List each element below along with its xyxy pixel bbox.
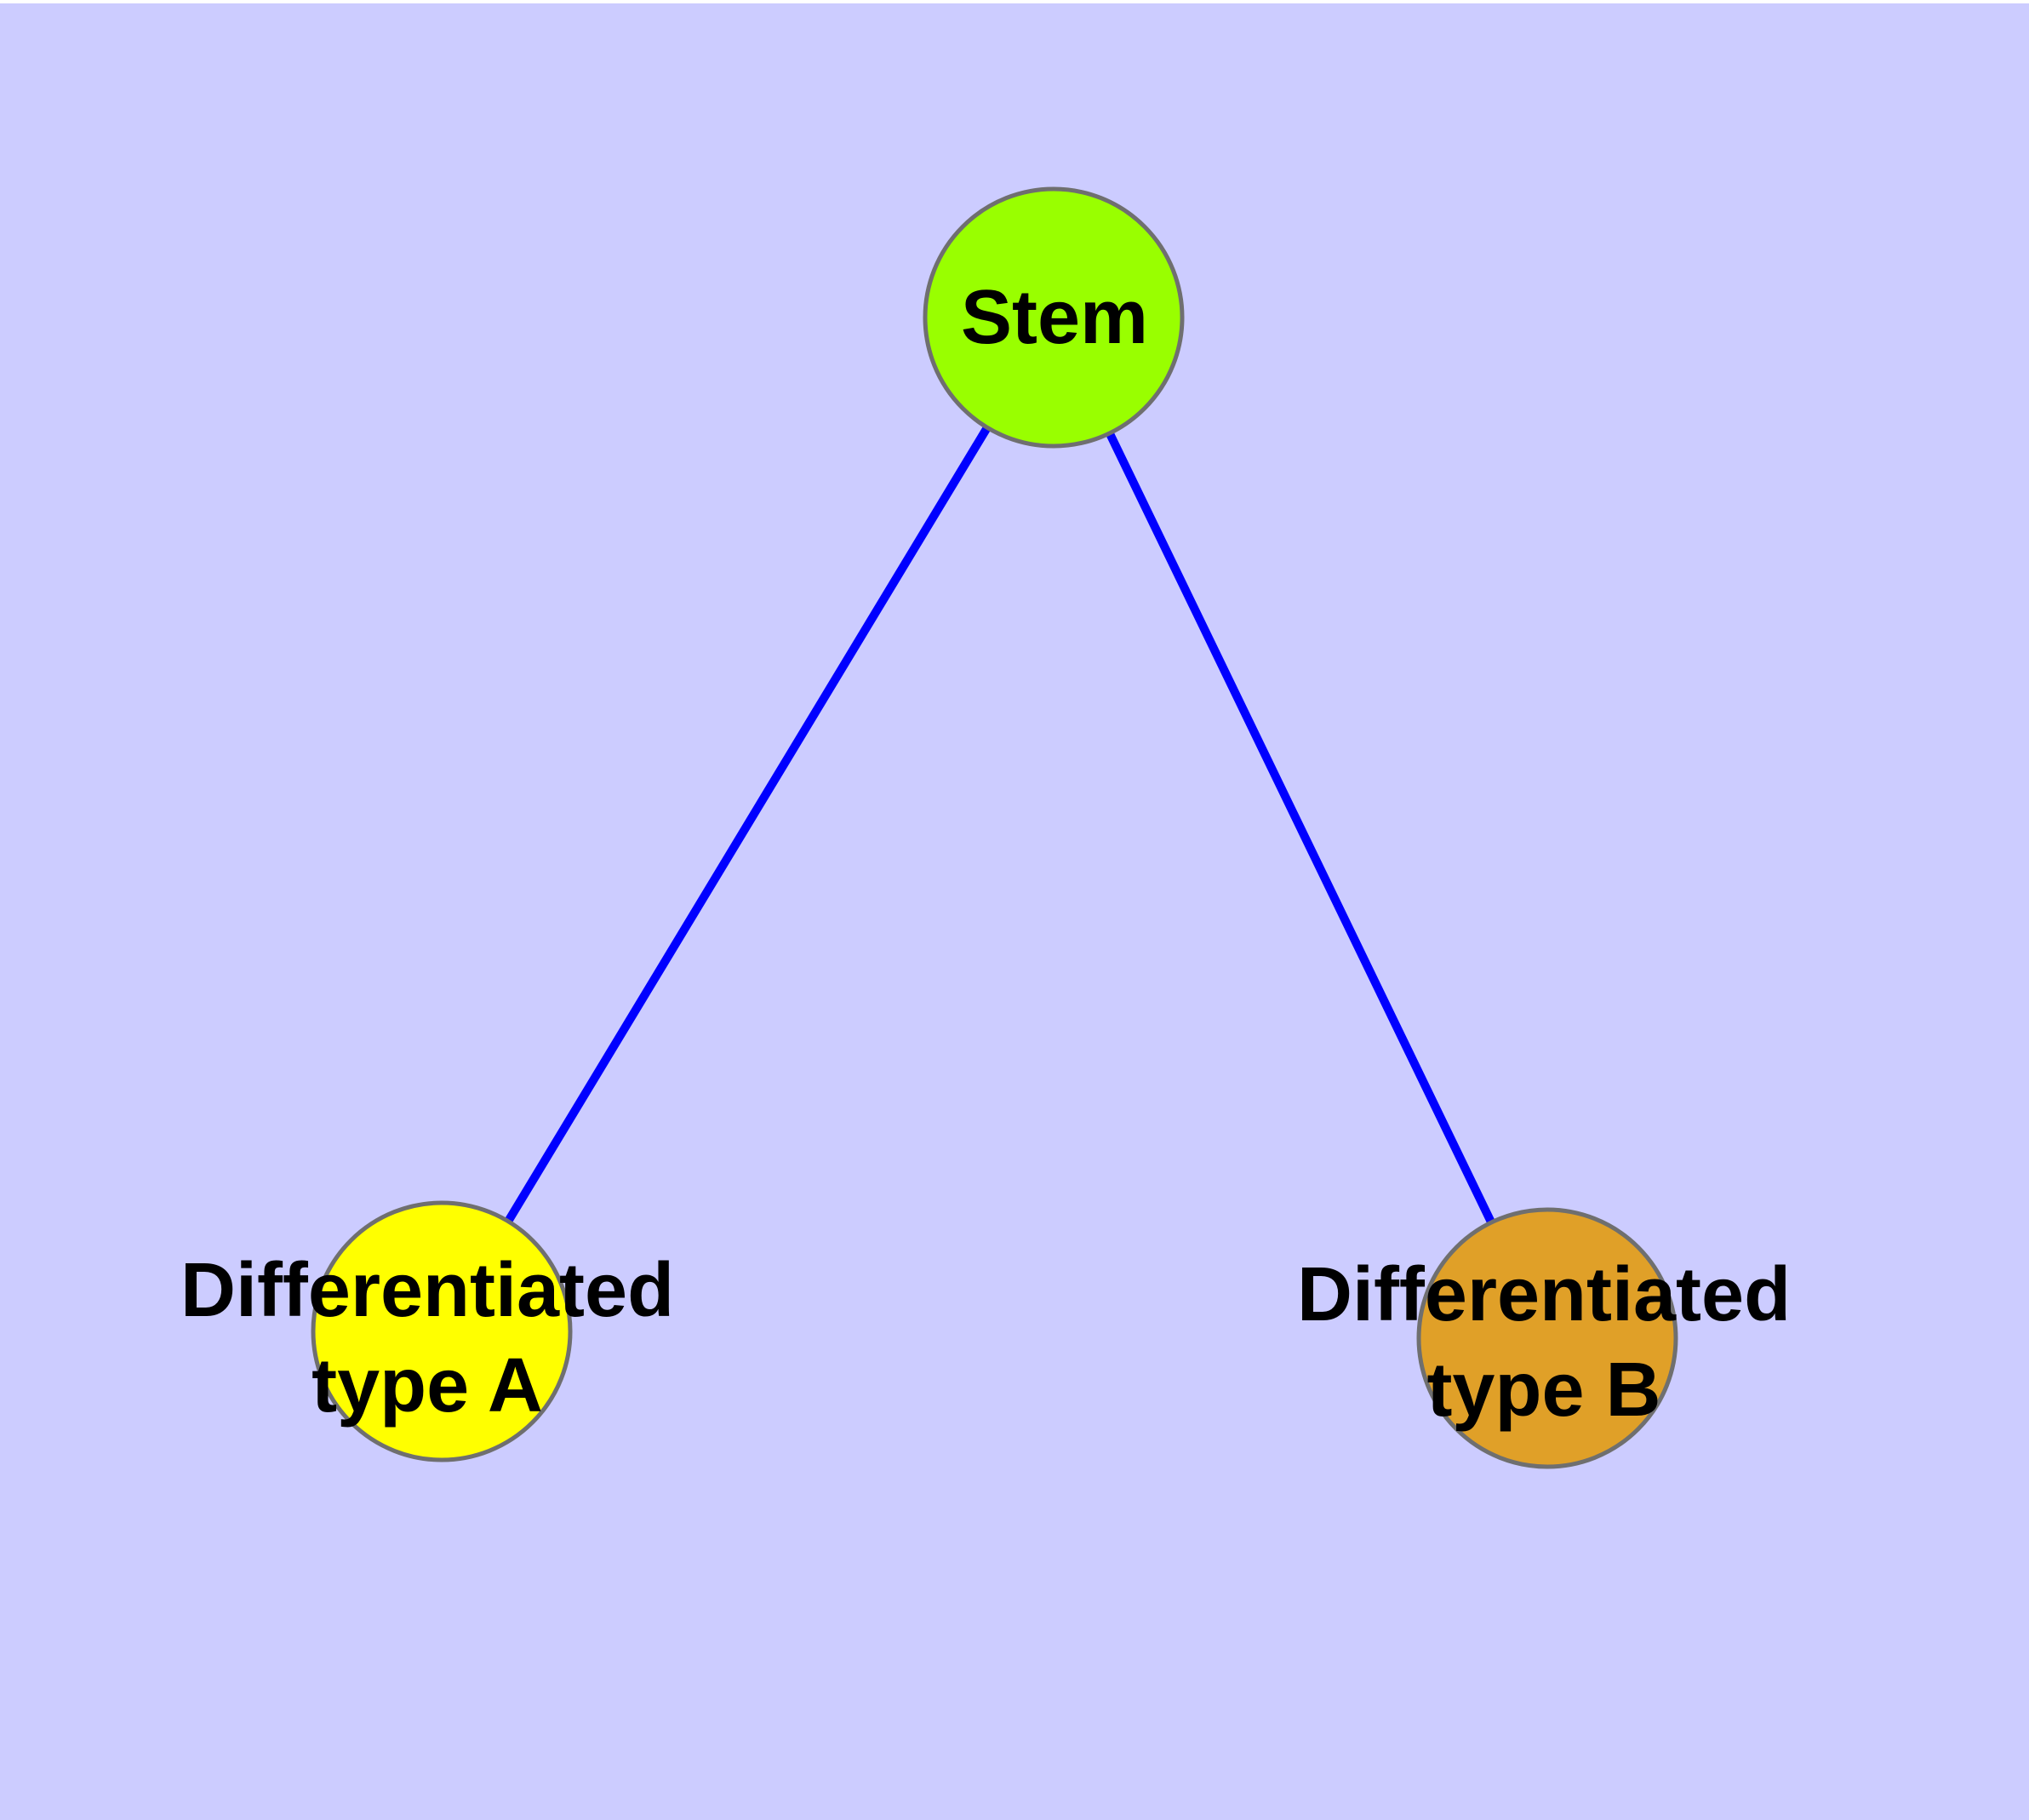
node-stem-label: Stem	[961, 270, 1148, 365]
diagram-canvas: Stem Differentiated type A Differentiate…	[0, 3, 2029, 1820]
node-type-a-label-line2: type A	[311, 1343, 543, 1428]
node-type-a-label-line1: Differentiated	[180, 1248, 675, 1333]
node-type-b-label-line1: Differentiated	[1296, 1252, 1792, 1337]
graph-svg	[311, 186, 1678, 1469]
node-type-a-label: Differentiated type A	[180, 1243, 674, 1434]
edge-stem-to-type-a	[437, 313, 1058, 1336]
node-type-b-label: Differentiated type B	[1297, 1247, 1791, 1438]
node-stem-label-text: Stem	[960, 275, 1149, 360]
node-type-b-label-line2: type B	[1426, 1348, 1661, 1433]
edge-stem-to-type-b	[1049, 313, 1552, 1342]
node-stem-circle	[923, 186, 1185, 449]
node-type-a-circle	[311, 1200, 573, 1462]
node-type-b-circle	[1416, 1207, 1678, 1469]
